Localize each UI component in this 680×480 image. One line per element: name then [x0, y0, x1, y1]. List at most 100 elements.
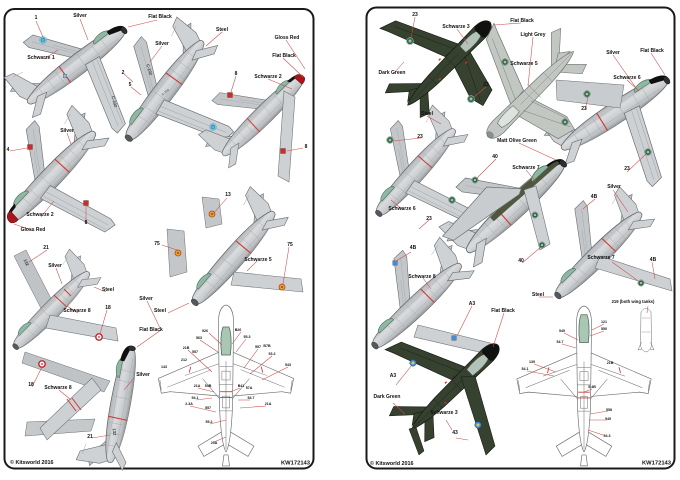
svg-text:18: 18 — [105, 305, 111, 311]
svg-text:557: 557 — [205, 406, 211, 410]
svg-text:40: 40 — [492, 154, 498, 160]
svg-text:Silver: Silver — [139, 296, 153, 302]
svg-text:B7B: B7B — [263, 344, 271, 348]
svg-text:© Kitsworld 2016: © Kitsworld 2016 — [10, 459, 54, 466]
svg-text:18: 18 — [28, 382, 34, 388]
svg-text:23: 23 — [417, 134, 423, 140]
svg-text:75: 75 — [287, 242, 293, 248]
svg-text:132: 132 — [23, 258, 31, 267]
svg-text:550: 550 — [601, 327, 607, 331]
svg-text:54.1: 54.1 — [522, 367, 529, 371]
svg-text:Schwarze 6: Schwarze 6 — [388, 206, 415, 212]
svg-text:54.7: 54.7 — [557, 340, 564, 344]
svg-text:23: 23 — [581, 106, 587, 112]
svg-text:5: 5 — [129, 82, 132, 88]
svg-text:Schwarze 8: Schwarze 8 — [408, 274, 435, 280]
svg-text:21: 21 — [43, 245, 49, 251]
svg-text:Schwarze 5: Schwarze 5 — [244, 257, 271, 263]
svg-text:Silver: Silver — [155, 41, 169, 47]
svg-text:212: 212 — [181, 358, 187, 362]
svg-text:A3: A3 — [390, 373, 397, 379]
svg-text:2.3A: 2.3A — [185, 402, 193, 406]
svg-text:Matt Olive Green: Matt Olive Green — [497, 138, 537, 144]
svg-text:25A: 25A — [211, 441, 218, 445]
svg-text:B41: B41 — [238, 384, 245, 388]
svg-text:21B: 21B — [607, 361, 614, 365]
svg-text:Schwarze 7: Schwarze 7 — [512, 165, 539, 171]
svg-text:54B: 54B — [205, 384, 212, 388]
svg-text:C-102: C-102 — [145, 63, 153, 76]
svg-text:Schwarze 5: Schwarze 5 — [510, 61, 537, 67]
svg-text:8: 8 — [235, 71, 238, 77]
svg-text:23: 23 — [412, 12, 418, 18]
svg-text:Schwarze 1: Schwarze 1 — [27, 55, 54, 61]
svg-text:Gloss Red: Gloss Red — [21, 227, 46, 233]
svg-text:Flat Black: Flat Black — [139, 327, 163, 333]
svg-text:Schwarze 8: Schwarze 8 — [44, 385, 71, 391]
svg-text:4B: 4B — [410, 245, 417, 251]
svg-text:2: 2 — [122, 70, 125, 76]
svg-text:Steel: Steel — [421, 111, 434, 117]
svg-text:57A: 57A — [246, 386, 253, 390]
svg-text:54.1: 54.1 — [192, 396, 199, 400]
svg-text:4B: 4B — [591, 194, 598, 200]
svg-text:Gloss Red: Gloss Red — [275, 35, 300, 41]
svg-text:Light Grey: Light Grey — [520, 32, 545, 38]
svg-text:23: 23 — [624, 166, 630, 172]
svg-text:Dark Green: Dark Green — [374, 394, 401, 400]
svg-text:43: 43 — [452, 430, 458, 436]
svg-text:Schwarze 7: Schwarze 7 — [587, 255, 614, 261]
svg-text:KW172143: KW172143 — [642, 461, 672, 467]
svg-text:B26: B26 — [235, 328, 242, 332]
svg-text:Schwarze 8: Schwarze 8 — [63, 308, 90, 314]
svg-text:Schwarze 2: Schwarze 2 — [254, 74, 281, 80]
svg-text:8: 8 — [305, 144, 308, 150]
svg-text:Steel: Steel — [216, 27, 229, 33]
svg-text:Steel: Steel — [154, 308, 167, 314]
svg-text:75: 75 — [154, 241, 160, 247]
svg-text:Flat Black: Flat Black — [640, 48, 664, 54]
svg-text:21: 21 — [87, 434, 93, 440]
svg-text:55.3: 55.3 — [244, 335, 251, 339]
svg-text:Dark Green: Dark Green — [379, 70, 406, 76]
svg-text:54.7: 54.7 — [248, 396, 255, 400]
svg-text:Schwarze 2: Schwarze 2 — [26, 212, 53, 218]
svg-text:Schwarze 6: Schwarze 6 — [613, 75, 640, 81]
svg-text:Silver: Silver — [73, 13, 87, 19]
svg-text:8: 8 — [85, 220, 88, 226]
svg-text:139: 139 — [529, 360, 535, 364]
svg-text:21B: 21B — [183, 346, 190, 350]
svg-text:13: 13 — [225, 192, 231, 198]
svg-text:21A: 21A — [265, 402, 272, 406]
svg-text:C-102: C-102 — [111, 95, 119, 108]
svg-text:543: 543 — [285, 363, 291, 367]
svg-text:54.3: 54.3 — [604, 434, 611, 438]
svg-text:Silver: Silver — [606, 50, 620, 56]
svg-text:C-102: C-102 — [161, 88, 170, 97]
svg-text:557: 557 — [192, 350, 198, 354]
svg-text:219 (both wing tanks): 219 (both wing tanks) — [612, 299, 655, 304]
svg-text:Flat Black: Flat Black — [510, 18, 534, 24]
svg-text:Steel: Steel — [102, 287, 115, 293]
svg-text:4B: 4B — [650, 257, 657, 263]
svg-text:121: 121 — [601, 320, 607, 324]
svg-text:23: 23 — [426, 216, 432, 222]
svg-text:Silver: Silver — [48, 263, 62, 269]
svg-text:549: 549 — [605, 417, 611, 421]
svg-text:549: 549 — [559, 329, 565, 333]
svg-text:Schwarze 3: Schwarze 3 — [430, 410, 457, 416]
svg-text:558: 558 — [606, 408, 612, 412]
svg-text:132: 132 — [112, 428, 118, 436]
svg-text:A3: A3 — [469, 301, 476, 307]
svg-text:143: 143 — [161, 365, 167, 369]
svg-text:557: 557 — [255, 345, 261, 349]
svg-text:40: 40 — [518, 258, 524, 264]
svg-text:Silver: Silver — [136, 372, 150, 378]
svg-text:23: 23 — [483, 82, 489, 88]
svg-text:Flat Black: Flat Black — [148, 14, 172, 20]
svg-text:563: 563 — [196, 336, 202, 340]
svg-text:Silver: Silver — [60, 128, 74, 134]
svg-text:Schwarze 3: Schwarze 3 — [442, 24, 469, 30]
svg-text:© Kitsworld 2016: © Kitsworld 2016 — [370, 460, 414, 467]
svg-text:Silver: Silver — [607, 184, 621, 190]
